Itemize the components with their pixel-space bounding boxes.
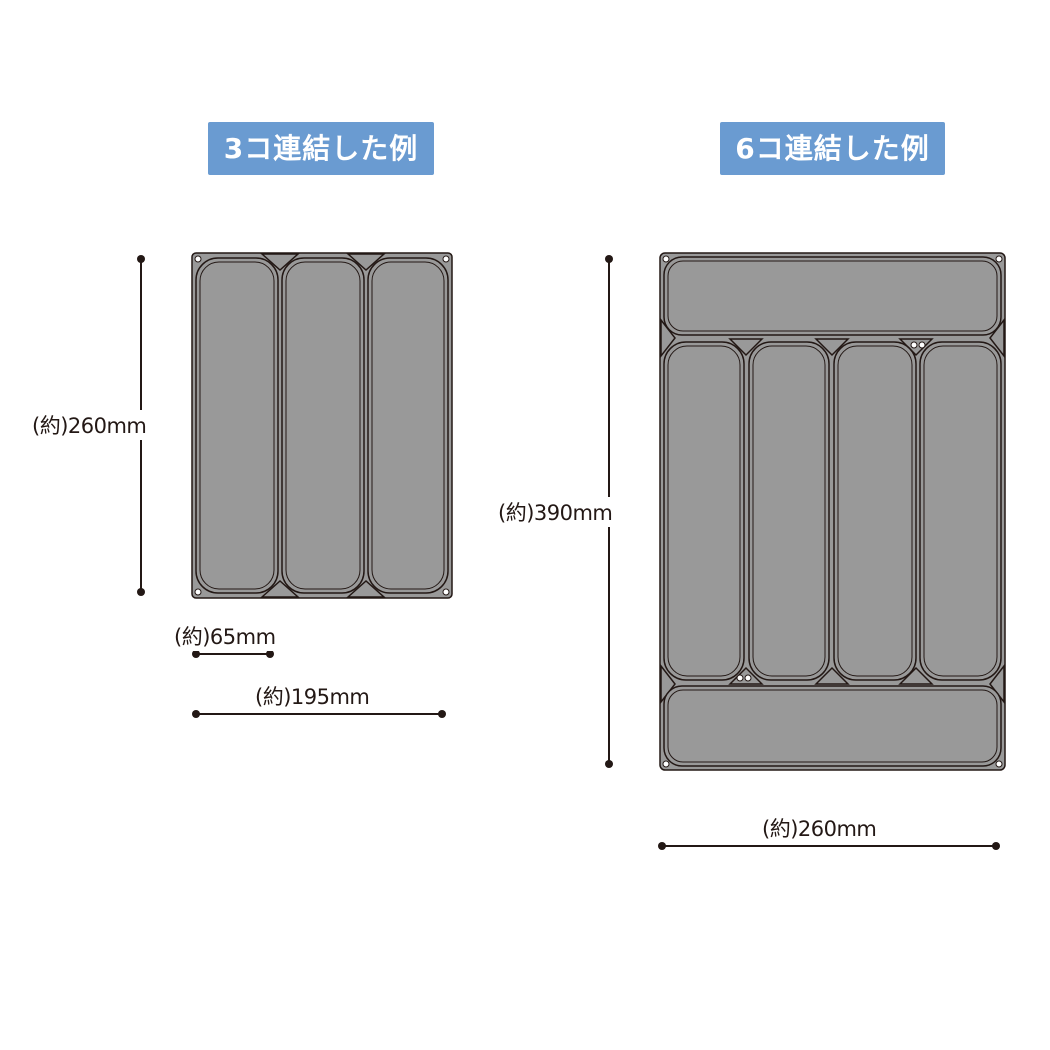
tray-3-compartment-2-rim xyxy=(285,261,361,590)
tray-3-compartment-3-rim xyxy=(371,261,445,590)
dim-endpoint xyxy=(605,255,613,263)
three-connected-title: 3コ連結した例 xyxy=(208,122,434,175)
tray-6-compartment-2-rim xyxy=(752,345,826,677)
dim-endpoint xyxy=(438,710,446,718)
tray-3-compartment-2 xyxy=(281,257,365,594)
dim-endpoint xyxy=(192,710,200,718)
tray-3-connected xyxy=(191,252,453,599)
tray-6-compartment-bottom-rim xyxy=(667,689,998,763)
three-unit-width-label: (約)65mm xyxy=(174,621,276,651)
tray-6-connected xyxy=(659,252,1006,771)
six-width-label: (約)260mm xyxy=(762,813,877,843)
tray-6-compartment-3-rim xyxy=(837,345,913,677)
tray-3-compartment-1 xyxy=(195,257,279,594)
dim-endpoint xyxy=(192,650,200,658)
tray-6-compartment-bottom xyxy=(663,685,1002,767)
dim-endpoint xyxy=(266,650,274,658)
tray-3-corner-holes xyxy=(194,255,450,596)
six-connected-title: 6コ連結した例 xyxy=(720,122,945,175)
dim-endpoint xyxy=(992,842,1000,850)
tray-6-compartment-1-rim xyxy=(667,345,741,677)
dim-endpoint xyxy=(137,255,145,263)
tray-6-compartment-3 xyxy=(833,341,917,681)
dim-endpoint xyxy=(605,760,613,768)
dim-endpoint xyxy=(137,588,145,596)
tray-6-frame xyxy=(659,252,1006,771)
tray-6-compartment-top-rim xyxy=(667,260,998,332)
tray-3-joints xyxy=(260,253,386,598)
tray-6-compartment-4-rim xyxy=(923,345,998,677)
tray-6-corner-holes xyxy=(662,255,1003,768)
three-width-label: (約)195mm xyxy=(255,681,370,711)
dim-endpoint xyxy=(658,842,666,850)
three-height-label: (約)260mm xyxy=(32,410,147,440)
tray-6-compartment-top xyxy=(663,256,1002,336)
six-height-label: (約)390mm xyxy=(498,497,613,527)
tray-6-compartment-2 xyxy=(748,341,830,681)
tray-3-compartment-1-rim xyxy=(199,261,275,590)
tray-6-compartment-1 xyxy=(663,341,745,681)
tray-6-compartment-4 xyxy=(919,341,1002,681)
tray-3-compartment-3 xyxy=(367,257,449,594)
